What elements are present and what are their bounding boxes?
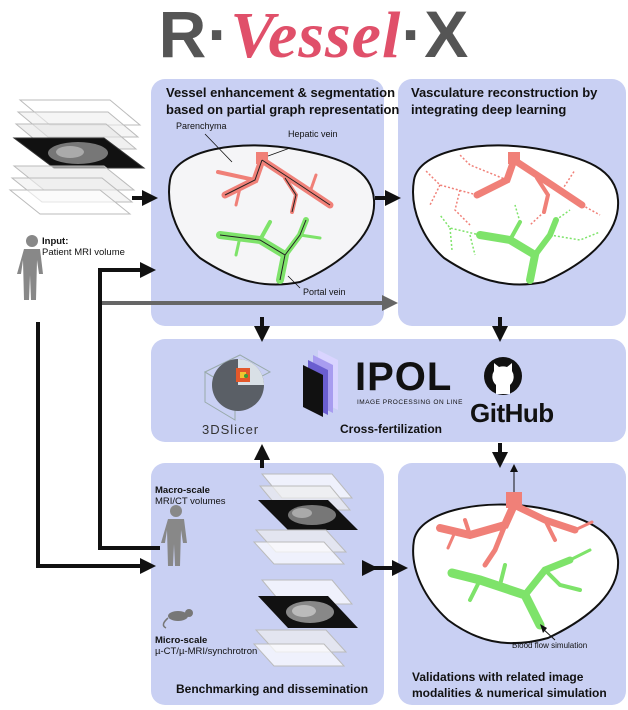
arrow-input-to-benchmark xyxy=(36,322,156,574)
macro-scale-text: MRI/CT volumes xyxy=(155,496,226,507)
title-dot-1: · xyxy=(207,0,231,71)
ipol-subtitle: IMAGE PROCESSING ON LINE xyxy=(357,399,463,406)
validation-title-line2: modalities & numerical simulation xyxy=(412,686,607,700)
input-label-bold: Input: xyxy=(42,236,69,247)
mri-stack-slices xyxy=(8,99,146,215)
reconstruction-title-line2: integrating deep learning xyxy=(411,102,567,117)
macro-scale-label: Macro-scale MRI/CT volumes xyxy=(155,485,226,507)
person-icon xyxy=(17,235,43,300)
cross-fertilization-label: Cross-fertilization xyxy=(340,422,443,436)
segmentation-title-line2: based on partial graph representation xyxy=(166,102,400,117)
validation-title-line1: Validations with related image xyxy=(412,670,584,684)
validation-title: Validations with related image modalitie… xyxy=(412,669,607,701)
parenchyma-label: Parenchyma xyxy=(176,121,227,131)
micro-scale-bold: Micro-scale xyxy=(155,635,208,646)
macro-scale-bold: Macro-scale xyxy=(155,485,210,496)
portal-vein-label: Portal vein xyxy=(303,287,346,297)
ipol-name: IPOL xyxy=(355,355,453,399)
github-label: GitHub xyxy=(470,398,554,428)
segmentation-title: Vessel enhancement & segmentation based … xyxy=(166,84,399,118)
benchmarking-title: Benchmarking and dissemination xyxy=(176,682,369,696)
blood-flow-label: Blood flow simulation xyxy=(512,641,588,650)
title-vessel: Vessel xyxy=(230,0,402,72)
segmentation-title-line1: Vessel enhancement & segmentation xyxy=(166,85,396,100)
micro-scale-label: Micro-scale µ-CT/µ-MRI/synchrotron xyxy=(155,635,257,657)
reconstruction-title: Vasculature reconstruction by integratin… xyxy=(411,84,597,118)
reconstruction-title-line1: Vasculature reconstruction by xyxy=(411,85,598,100)
hepatic-vein-label: Hepatic vein xyxy=(288,129,338,139)
title-x: X xyxy=(424,0,470,71)
title-r: R xyxy=(158,0,208,71)
app-title: R·Vessel·X xyxy=(0,0,628,74)
slicer-label: 3DSlicer xyxy=(202,422,260,437)
input-label-text: Patient MRI volume xyxy=(42,247,125,258)
title-dot-2: · xyxy=(401,0,425,71)
micro-scale-text: µ-CT/µ-MRI/synchrotron xyxy=(155,646,258,657)
input-label: Input: Patient MRI volume xyxy=(42,236,125,258)
